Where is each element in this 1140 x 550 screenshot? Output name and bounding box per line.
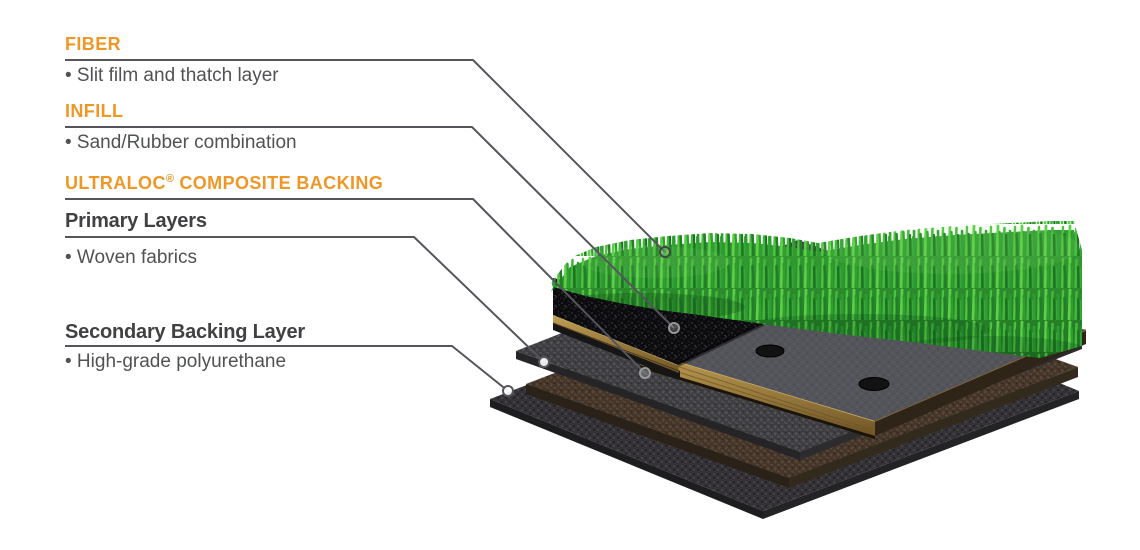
- leader-line-secondary: [65, 345, 509, 392]
- leader-line-infill: [65, 126, 675, 329]
- label-primary-title: Primary Layers: [65, 210, 207, 232]
- drainage-hole: [755, 344, 785, 358]
- leader-endpoint-marker: [639, 367, 651, 379]
- layer-grass-fiber: [551, 221, 1082, 358]
- leader-line-primary: [65, 236, 545, 363]
- label-fiber-title: FIBER: [65, 34, 121, 54]
- label-secondary-bullet: • High-grade polyurethane: [65, 351, 287, 372]
- leader-line-ultraloc: [65, 198, 646, 374]
- label-fiber-bullet: • Slit film and thatch layer: [65, 65, 279, 86]
- leader-lines: [65, 59, 675, 392]
- label-ultraloc-title: ULTRALOC® COMPOSITE BACKING: [65, 173, 384, 193]
- label-infill-title: INFILL: [65, 101, 124, 121]
- label-ultraloc-rest: COMPOSITE BACKING: [173, 173, 384, 193]
- leader-line-fiber: [65, 59, 666, 253]
- leader-endpoint-marker: [538, 356, 550, 368]
- label-secondary-title: Secondary Backing Layer: [65, 321, 305, 343]
- label-primary-bullet: • Woven fabrics: [65, 247, 197, 268]
- leader-endpoint-marker: [502, 385, 514, 397]
- drainage-hole: [858, 377, 890, 391]
- registered-trademark-symbol: ®: [165, 173, 174, 185]
- leader-endpoint-marker: [668, 322, 680, 334]
- label-ultraloc-name: ULTRALOC: [65, 173, 166, 193]
- leader-endpoint-markers: [502, 246, 680, 397]
- label-infill-bullet: • Sand/Rubber combination: [65, 132, 297, 153]
- leader-endpoint-marker: [659, 246, 671, 258]
